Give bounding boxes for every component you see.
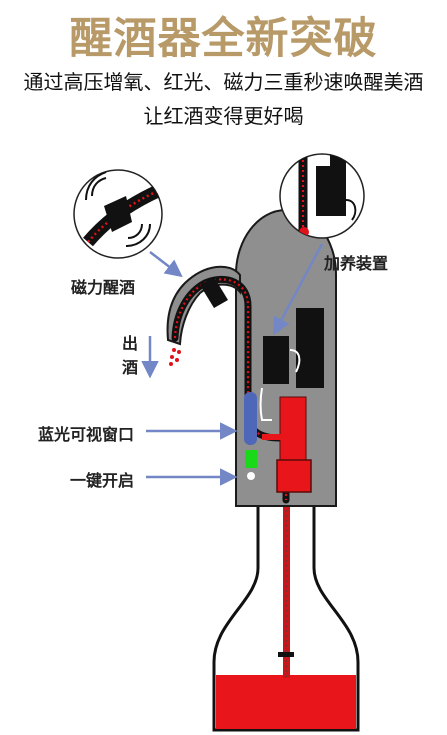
wine-drops — [169, 348, 181, 366]
red-chamber — [279, 396, 307, 465]
power-button — [245, 450, 257, 468]
indicator-dot — [247, 472, 255, 480]
blue-window — [244, 392, 257, 445]
arrow-magnetic — [149, 251, 183, 278]
nourish-zoom — [279, 153, 365, 239]
subtitle-line-2: 让红酒变得更好喝 — [143, 104, 304, 128]
red-base — [276, 459, 312, 493]
arrow-nourish — [273, 243, 324, 336]
label-pour-out-2: 酒 — [122, 358, 139, 377]
label-blue-window: 蓝光可视窗口 — [38, 425, 135, 444]
subtitle-line-1: 通过高压增氧、红光、磁力三重秒速唤醒美酒 — [23, 70, 424, 94]
label-nourish: 加养装置 — [324, 254, 389, 273]
magnetic-zoom — [73, 169, 163, 259]
label-magnetic: 磁力醒酒 — [71, 278, 136, 297]
nourish-unit — [263, 336, 289, 384]
label-pour-out-1: 出 — [122, 334, 139, 353]
magnet-band — [200, 277, 228, 308]
pump-block — [296, 308, 324, 388]
label-one-key: 一键开启 — [70, 471, 135, 490]
wine-in-bottle — [216, 675, 356, 729]
intake-tube — [283, 500, 290, 678]
headline: 醒酒器全新突破 — [69, 14, 378, 64]
